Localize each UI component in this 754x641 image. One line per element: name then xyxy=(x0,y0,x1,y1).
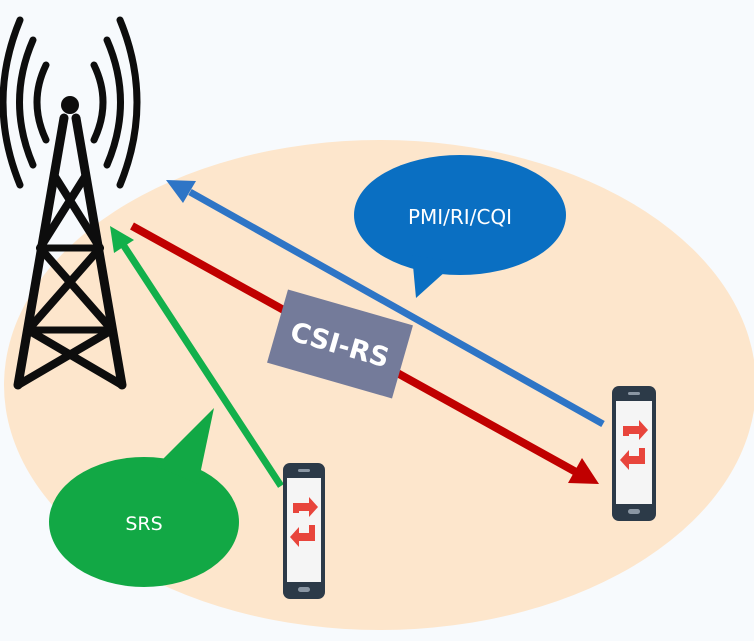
feedback-arrowhead xyxy=(166,180,196,203)
phone-near-icon xyxy=(283,463,325,599)
feedback-arrow xyxy=(188,188,605,428)
phone-far-icon xyxy=(612,386,656,521)
feedback-label: PMI/RI/CQI xyxy=(408,205,512,229)
srs-arrow xyxy=(121,244,284,488)
srs-label: SRS xyxy=(125,513,162,535)
srs-bubble: SRS xyxy=(49,408,239,587)
csi-rs-box: CSI-RS xyxy=(267,289,413,399)
cell-tower-icon xyxy=(0,16,141,390)
feedback-bubble: PMI/RI/CQI xyxy=(354,155,566,298)
srs-arrowhead xyxy=(110,226,134,253)
downlink-arrowhead xyxy=(568,458,599,484)
